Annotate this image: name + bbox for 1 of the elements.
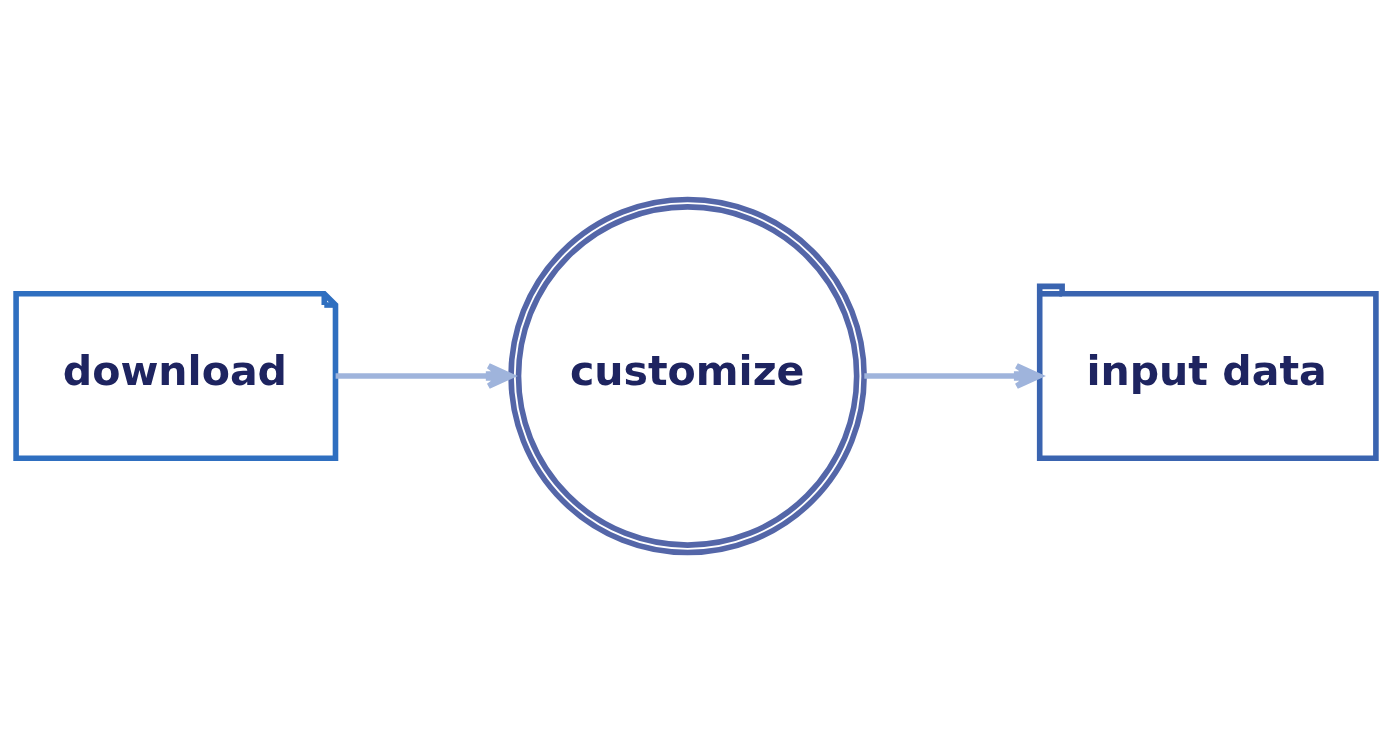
node-circle: customize [508, 196, 867, 556]
